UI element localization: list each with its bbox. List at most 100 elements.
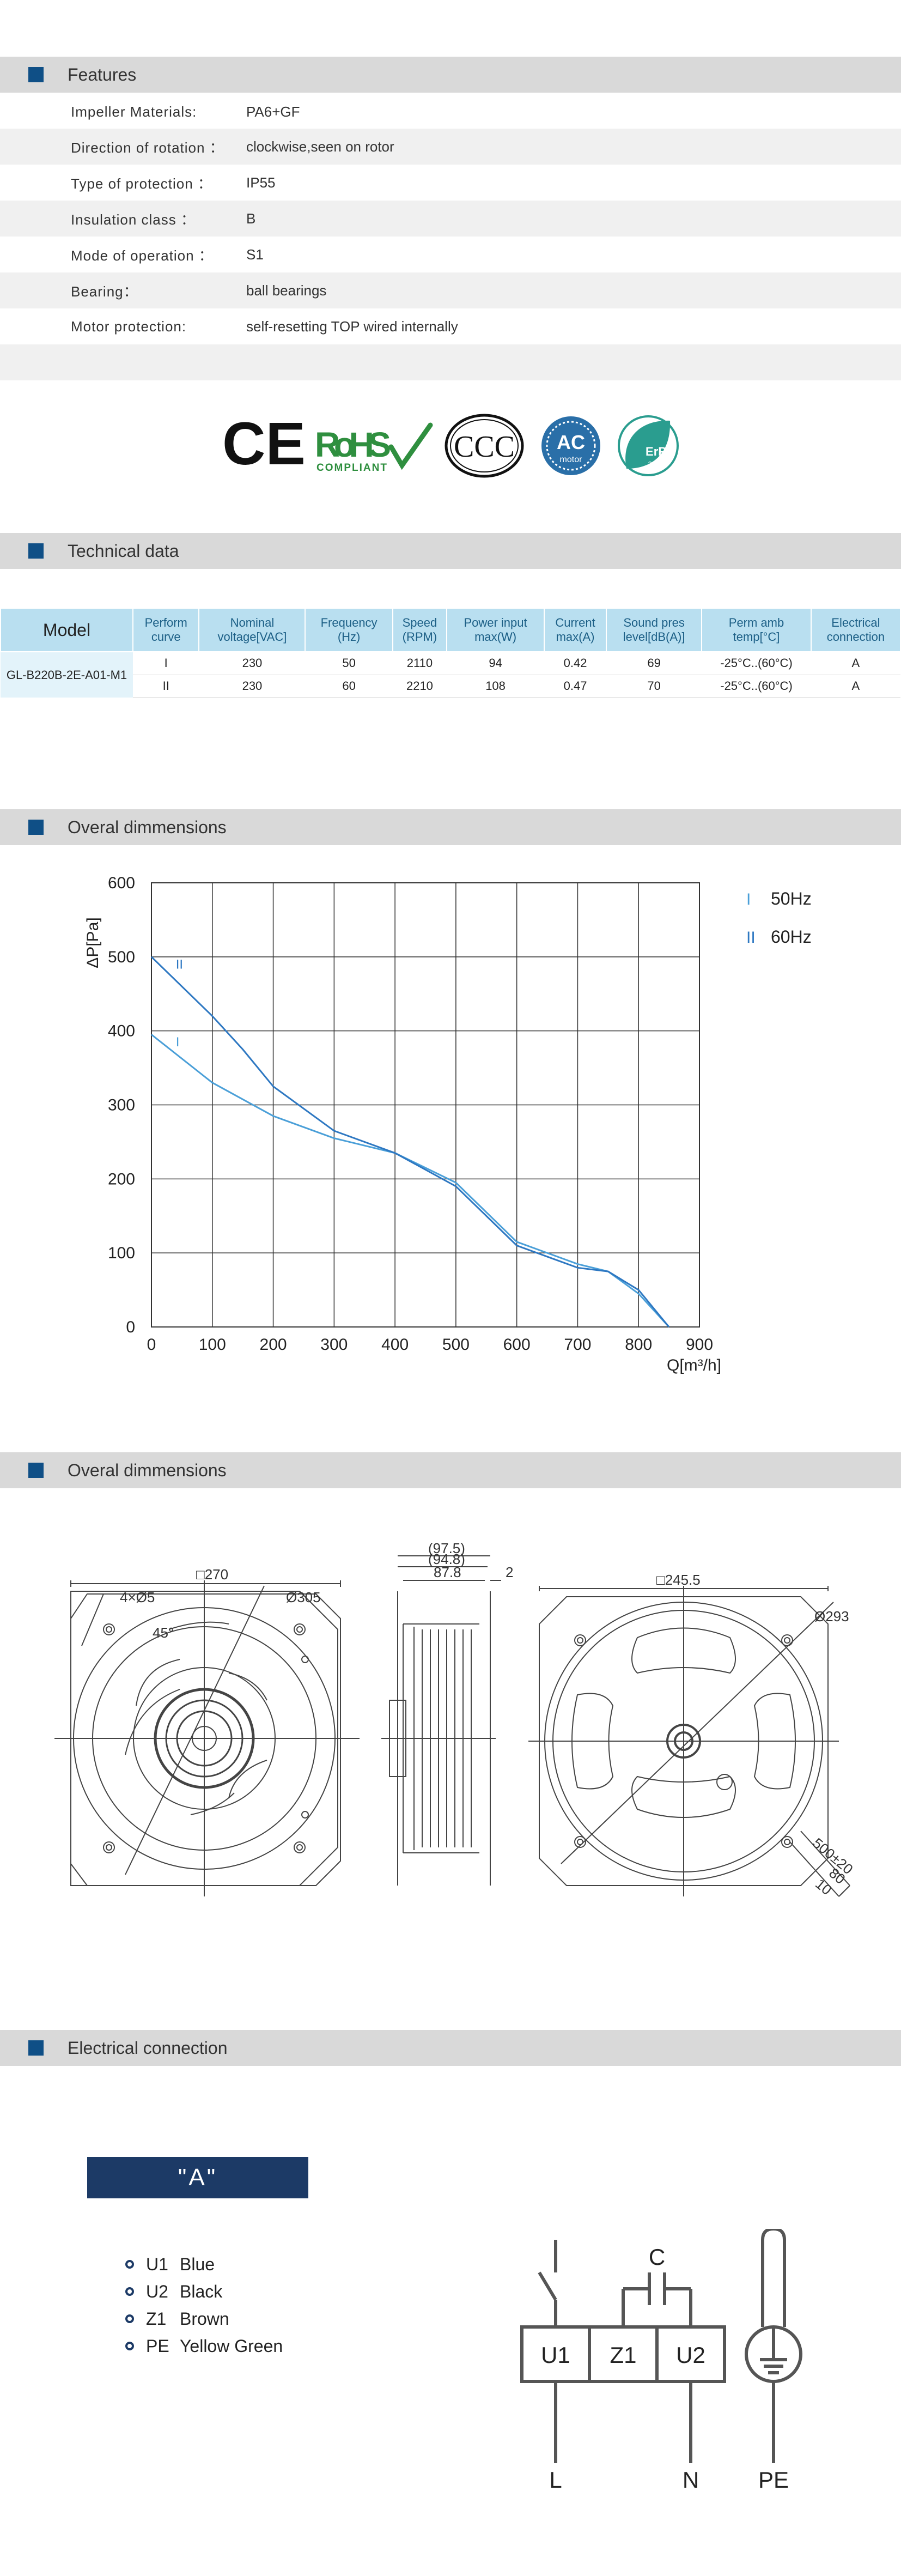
x-tick-label: 400: [381, 1336, 409, 1354]
section-square-icon: [28, 820, 44, 835]
table-cell: II: [133, 675, 199, 698]
line-label: L: [549, 2467, 562, 2490]
wire-code: Z1: [146, 2308, 167, 2329]
wire-color: Blue: [180, 2254, 215, 2274]
table-cell: -25°C..(60°C): [702, 675, 811, 698]
table-cell: 2110: [392, 652, 447, 675]
wire-code: U1: [146, 2254, 168, 2274]
electrical-title: Electrical connection: [68, 2038, 228, 2058]
feature-row: Motor protection: self-resetting TOP wire…: [0, 308, 901, 344]
x-tick-label: 500: [442, 1336, 470, 1354]
feature-value: PA6+GF: [246, 103, 300, 120]
table-header-cell: Speed(RPM): [392, 608, 448, 652]
dim-front-angle: 45°: [153, 1625, 174, 1641]
y-tick-label: 100: [108, 1244, 135, 1262]
earth-label: PE: [758, 2467, 789, 2490]
erp-2015-icon: ErP 2015: [618, 415, 679, 476]
bullet-icon: [125, 2314, 134, 2323]
x-tick-label: 600: [503, 1336, 531, 1354]
svg-text:RoHS: RoHS: [315, 425, 391, 464]
y-tick-label: 0: [126, 1318, 135, 1336]
feature-value: IP55: [246, 174, 276, 191]
wire-code: PE: [146, 2336, 169, 2356]
curve-marker: I: [176, 1035, 180, 1050]
features-title: Features: [68, 64, 137, 84]
feature-label: Mode of operation ：: [71, 247, 214, 264]
feature-row: Mode of operation ：S1: [0, 237, 901, 272]
x-tick-label: 0: [147, 1336, 156, 1354]
ac-motor-icon: AC motor: [541, 416, 600, 475]
svg-text:motor: motor: [560, 455, 583, 464]
svg-text:COMPLIANT: COMPLIANT: [316, 462, 388, 474]
svg-text:ErP: ErP: [646, 445, 666, 458]
series-line-60Hz: [150, 956, 670, 1328]
electrical-header: Electrical connection: [0, 2030, 901, 2066]
wire-code: U2: [146, 2281, 168, 2301]
feature-value: B: [246, 210, 256, 227]
performance-header: Overal dimmensions: [0, 809, 901, 845]
dim-front-width: □270: [196, 1566, 228, 1583]
section-square-icon: [28, 67, 44, 82]
feature-row-empty: [0, 344, 901, 380]
y-tick-label: 500: [108, 948, 135, 966]
bullet-icon: [125, 2260, 134, 2269]
feature-row: Type of protection ：IP55: [0, 165, 901, 201]
y-axis-label: ΔP[Pa]: [84, 917, 102, 968]
bullet-icon: [125, 2342, 134, 2350]
wire-color: Brown: [180, 2308, 229, 2329]
model-cell: GL-B220B-2E-A01-M1: [1, 652, 133, 698]
legend-marker: II: [746, 929, 756, 947]
table-cell: 108: [447, 675, 544, 698]
svg-text:CCC: CCC: [454, 430, 515, 464]
feature-label: Motor protection:: [71, 318, 187, 335]
technical-header: Technical data: [0, 533, 901, 569]
front-view-drawing: [54, 1580, 360, 1896]
table-header-cell: Frequency(Hz): [305, 608, 393, 652]
table-header-cell: Model: [0, 608, 133, 652]
section-square-icon: [28, 2040, 44, 2056]
table-cell: 230: [199, 675, 306, 698]
dimensions-title: Overal dimmensions: [68, 1460, 227, 1480]
x-axis-label: Q[m³/h]: [667, 1356, 721, 1374]
section-square-icon: [28, 1463, 44, 1478]
connection-type-badge: "A": [87, 2157, 308, 2198]
table-cell: 69: [606, 652, 702, 675]
table-cell: A: [811, 675, 900, 698]
curve-marker: II: [176, 957, 183, 972]
table-cell: 230: [199, 652, 306, 675]
series-line-50Hz: [151, 1034, 670, 1328]
back-view-drawing: [528, 1586, 850, 1897]
dim-front-holes: 4×Ø5: [120, 1589, 155, 1605]
dim-side-d1: (97.5): [428, 1540, 465, 1556]
feature-row: Impeller Materials: PA6+GF: [0, 94, 901, 130]
list-item: U1 Blue: [125, 2251, 283, 2278]
table-cell: 94: [447, 652, 544, 675]
side-view-drawing: [381, 1555, 501, 1886]
feature-value: ball bearings: [246, 282, 327, 299]
x-tick-label: 800: [625, 1336, 652, 1354]
terminal-u1: U1: [541, 2342, 570, 2368]
feature-label: Bearing：: [71, 283, 138, 300]
performance-title: Overal dimmensions: [68, 817, 227, 837]
dim-back-width: □245.5: [656, 1572, 701, 1588]
dim-side-d3: 87.8: [434, 1564, 461, 1580]
terminal-z1: Z1: [610, 2342, 636, 2368]
table-cell: I: [133, 652, 199, 675]
features-header: Features: [0, 57, 901, 93]
technical-title: Technical data: [68, 541, 179, 561]
x-tick-label: 700: [564, 1336, 591, 1354]
feature-value: self-resetting TOP wired internally: [246, 318, 458, 335]
feature-label: Direction of rotation ：: [71, 139, 224, 156]
svg-text:AC: AC: [557, 431, 585, 453]
feature-label: Impeller Materials:: [71, 103, 197, 120]
table-cell: 70: [606, 675, 702, 698]
bullet-icon: [125, 2287, 134, 2296]
